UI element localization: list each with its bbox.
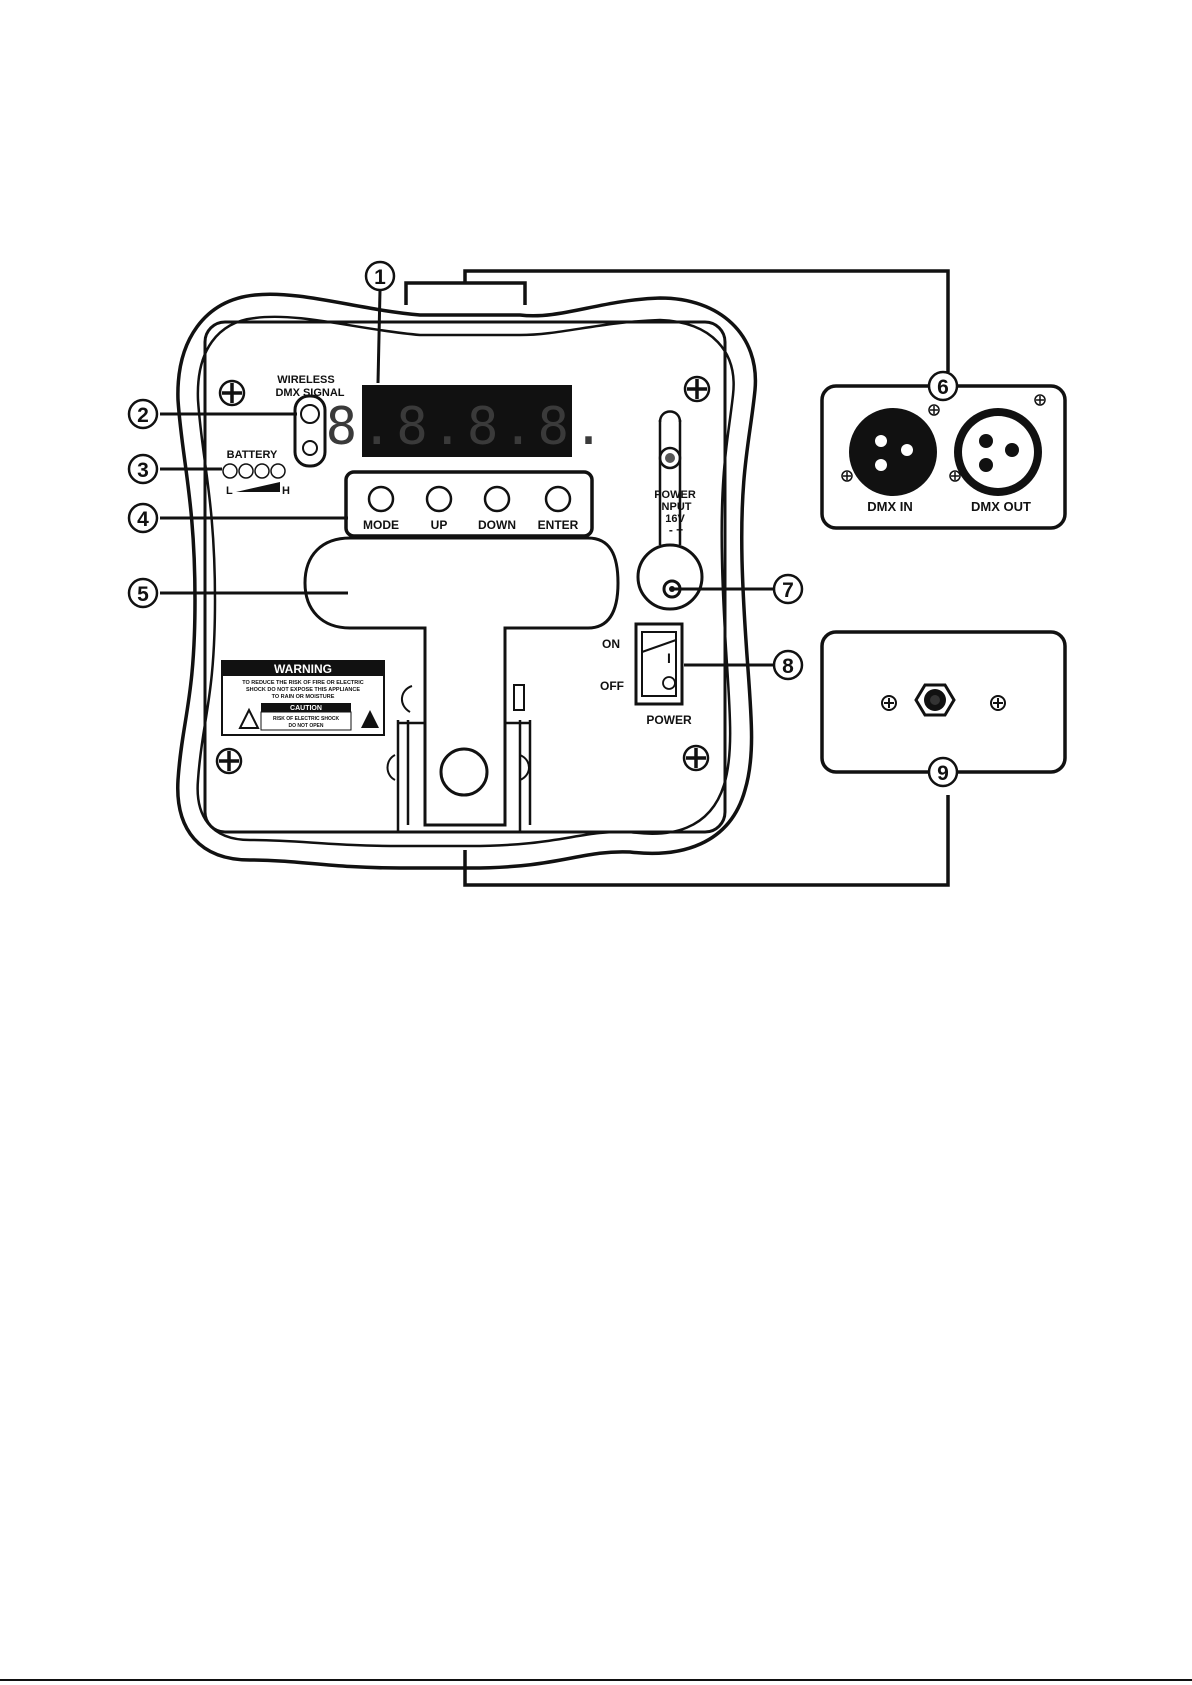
screw-bottom-right-icon <box>684 746 708 770</box>
callout-1: 1 <box>366 262 394 290</box>
power-switch[interactable] <box>636 624 682 704</box>
hex-jack-icon <box>916 685 954 715</box>
power-input-label-line1: POWER <box>654 489 696 501</box>
switch-on-label: ON <box>602 637 620 651</box>
callout-8: 8 <box>774 651 802 679</box>
callout-7: 7 <box>774 575 802 603</box>
power-input-jack-outer <box>638 545 702 609</box>
callout-9: 9 <box>929 758 957 786</box>
led-display-digits: 8.8.8.8. <box>326 397 608 457</box>
bracket-knob-icon <box>441 749 487 795</box>
dmx-in-label: DMX IN <box>867 499 913 514</box>
warning-title: WARNING <box>274 662 332 676</box>
up-button[interactable] <box>427 487 451 511</box>
mounting-bracket <box>398 720 530 833</box>
warning-text-line1: TO REDUCE THE RISK OF FIRE OR ELECTRIC <box>242 680 364 686</box>
battery-level-wedge-icon <box>236 482 280 492</box>
caution-line1: RISK OF ELECTRIC SHOCK <box>273 716 340 722</box>
down-button[interactable] <box>485 487 509 511</box>
dmx-out-connector-icon <box>954 408 1042 496</box>
callout-2: 2 <box>129 400 157 428</box>
wireless-led-lower-icon <box>303 441 317 455</box>
power-cable-top <box>660 412 680 423</box>
battery-label: BATTERY <box>227 449 278 461</box>
svg-text:6: 6 <box>937 376 949 399</box>
svg-text:1: 1 <box>374 266 386 289</box>
leader-line-1 <box>378 290 380 383</box>
power-input-label-line2: INPUT <box>659 501 692 513</box>
svg-text:4: 4 <box>137 508 149 531</box>
caution-line2: DO NOT OPEN <box>288 723 323 729</box>
up-button-label: UP <box>431 518 448 532</box>
mode-button[interactable] <box>369 487 393 511</box>
battery-low-label: L <box>226 485 233 497</box>
mode-button-label: MODE <box>363 518 399 532</box>
wireless-label-line1: WIRELESS <box>277 374 334 386</box>
screw-top-right-icon <box>685 377 709 401</box>
battery-high-label: H <box>282 485 290 497</box>
enter-button[interactable] <box>546 487 570 511</box>
svg-text:9: 9 <box>937 762 949 785</box>
switch-on-mark: I <box>667 650 671 666</box>
callout-6: 6 <box>929 372 957 400</box>
power-input-polarity: - + <box>669 523 683 537</box>
bracket-tab <box>514 685 524 710</box>
svg-text:3: 3 <box>137 459 149 482</box>
switch-caption: POWER <box>646 713 692 727</box>
svg-text:8: 8 <box>782 655 794 678</box>
svg-text:5: 5 <box>137 583 149 606</box>
enter-button-label: ENTER <box>538 518 579 532</box>
svg-text:2: 2 <box>137 404 149 427</box>
callout-3: 3 <box>129 455 157 483</box>
dmx-out-label: DMX OUT <box>971 499 1031 514</box>
wireless-led-upper-icon <box>301 405 319 423</box>
switch-off-label: OFF <box>600 679 624 693</box>
callout-4: 4 <box>129 504 157 532</box>
dmx-in-connector-icon <box>849 408 937 496</box>
screw-top-left-icon <box>220 381 244 405</box>
battery-leds <box>223 464 285 478</box>
down-button-label: DOWN <box>478 518 516 532</box>
warning-text-line3: TO RAIN OR MOISTURE <box>272 694 335 700</box>
bracket-arm-right <box>520 755 529 780</box>
svg-text:7: 7 <box>782 579 794 602</box>
warning-text-line2: SHOCK DO NOT EXPOSE THIS APPLIANCE <box>246 687 360 693</box>
caution-title: CAUTION <box>290 705 322 712</box>
power-cable-grommet-center <box>665 453 675 463</box>
screw-bottom-left-icon <box>217 749 241 773</box>
callout-5: 5 <box>129 579 157 607</box>
